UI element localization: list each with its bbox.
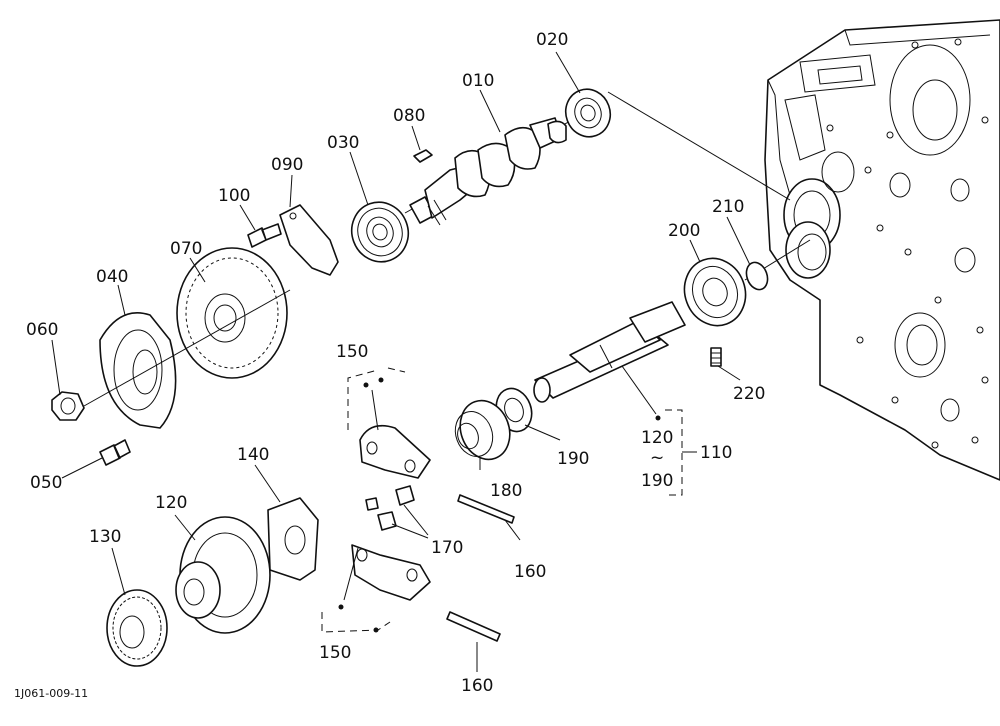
leader-lines bbox=[51, 51, 751, 672]
bolt-170-a bbox=[395, 485, 415, 506]
camshaft-010 bbox=[404, 109, 591, 226]
label-090: 090 bbox=[271, 155, 303, 175]
label-210: 210 bbox=[712, 197, 744, 217]
group-bracket-110 bbox=[665, 409, 683, 496]
label-100: 100 bbox=[218, 186, 250, 206]
bearing-200 bbox=[683, 257, 747, 327]
label-110: 110 bbox=[700, 443, 732, 463]
gear-070 bbox=[176, 247, 288, 379]
label-120: 120 bbox=[155, 493, 187, 513]
label-040: 040 bbox=[96, 267, 128, 287]
label-050: 050 bbox=[30, 473, 62, 493]
label-030: 030 bbox=[327, 133, 359, 153]
key-080 bbox=[413, 149, 433, 163]
label-180: 180 bbox=[490, 481, 522, 501]
label-130: 130 bbox=[89, 527, 121, 547]
leader-110-shaft bbox=[621, 365, 657, 415]
bracket-090-hole bbox=[289, 212, 297, 220]
engine-block bbox=[764, 19, 1000, 481]
leader-150-bottom bbox=[343, 547, 359, 601]
weight-holder-150-bottom bbox=[351, 544, 431, 601]
weight-holder-150-top bbox=[359, 424, 431, 479]
label-170: 170 bbox=[431, 538, 463, 558]
marker-dot-150-d bbox=[373, 627, 379, 633]
governor-shaft bbox=[533, 301, 686, 403]
set-screw-220 bbox=[710, 347, 722, 367]
bolt-170-c bbox=[365, 497, 379, 511]
bracket-090 bbox=[279, 204, 339, 276]
label-200: 200 bbox=[668, 221, 700, 241]
label-120-range-start: 120 bbox=[641, 428, 673, 448]
bolt-170-b bbox=[377, 511, 397, 531]
bearing-020 bbox=[564, 88, 612, 138]
label-150-top: 150 bbox=[336, 342, 368, 362]
marker-dot-150-c bbox=[338, 604, 344, 610]
label-020: 020 bbox=[536, 30, 568, 50]
marker-dot-110 bbox=[655, 415, 661, 421]
axis-front-gear bbox=[83, 289, 291, 407]
label-080: 080 bbox=[393, 106, 425, 126]
label-070: 070 bbox=[170, 239, 202, 259]
bolt-100 bbox=[247, 223, 282, 248]
bolt-050 bbox=[99, 439, 131, 466]
reference-code: 1J061-009-11 bbox=[14, 687, 88, 700]
label-140: 140 bbox=[237, 445, 269, 465]
label-range-sign: ~ bbox=[650, 448, 664, 468]
case-040 bbox=[99, 311, 177, 429]
label-190: 190 bbox=[557, 449, 589, 469]
leader-150-top bbox=[371, 389, 379, 431]
marker-dot-150-b bbox=[378, 377, 384, 383]
leader-170-a bbox=[403, 504, 429, 536]
gear-130 bbox=[106, 589, 168, 667]
snap-ring-210 bbox=[745, 261, 769, 291]
label-220: 220 bbox=[733, 384, 765, 404]
label-190-range-end: 190 bbox=[641, 471, 673, 491]
label-150-bottom: 150 bbox=[319, 643, 351, 663]
leader-170-b bbox=[391, 523, 429, 539]
label-160-bottom: 160 bbox=[461, 676, 493, 696]
hub-120 bbox=[175, 516, 271, 634]
group-bracket-150-bottom bbox=[321, 612, 391, 633]
nut-060 bbox=[51, 391, 85, 421]
plate-140 bbox=[267, 497, 319, 581]
group-bracket-150-top bbox=[347, 367, 406, 430]
pin-160-bottom bbox=[446, 611, 501, 642]
bearing-030 bbox=[350, 201, 410, 263]
label-010: 010 bbox=[462, 71, 494, 91]
label-060: 060 bbox=[26, 320, 58, 340]
marker-dot-150-a bbox=[363, 382, 369, 388]
sleeve-180 bbox=[454, 399, 511, 461]
pin-160-top bbox=[457, 494, 515, 524]
label-160-top: 160 bbox=[514, 562, 546, 582]
leader-020-axis bbox=[607, 91, 791, 201]
